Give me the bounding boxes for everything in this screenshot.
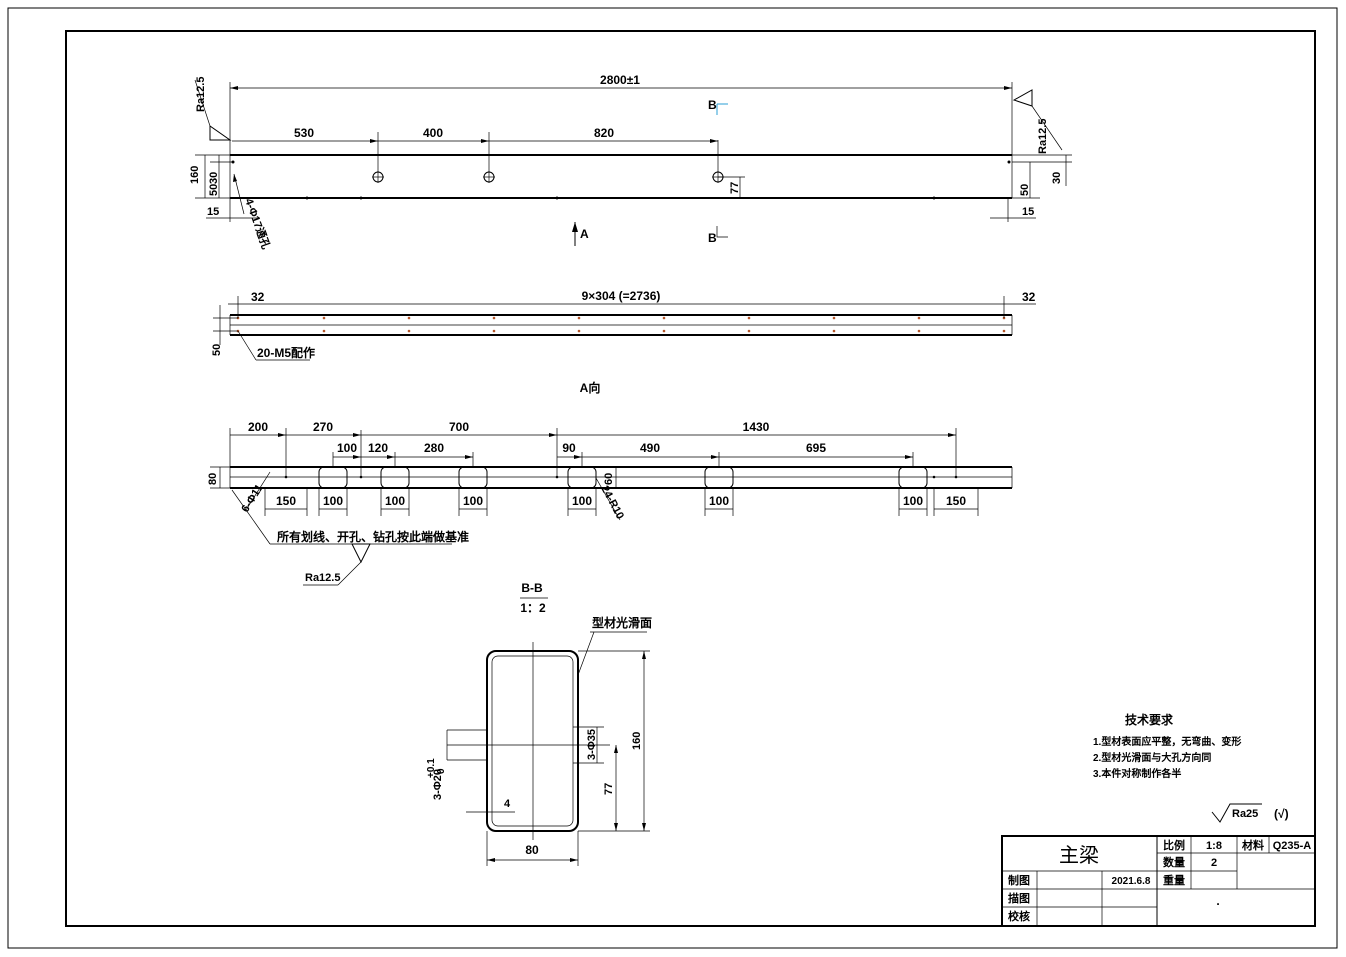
dim-bottom: 150	[276, 494, 296, 508]
top-hole-note: 4-Φ17通孔	[242, 197, 272, 251]
dim-50-right: 50	[1019, 184, 1031, 196]
dim-bottom: 100	[709, 494, 729, 508]
tech-requirements: 技术要求 1.型材表面应平整，无弯曲、变形 2.型材光滑面与大孔方向同 3.本件…	[1093, 712, 1241, 780]
a-roughness: Ra12.5	[305, 572, 340, 584]
roughness-other-mark: (√)	[1274, 807, 1289, 821]
tech-item: 3.本件对称制作各半	[1093, 767, 1181, 780]
dim-60: 60	[603, 473, 615, 485]
dim-77-section: 77	[603, 783, 615, 795]
a-view: 200 270 700 1430 100 120 280 90 490 695 …	[207, 420, 1013, 586]
part-name: 主梁	[1059, 844, 1099, 867]
dim-bottom: 150	[946, 494, 966, 508]
a-view-slot	[898, 466, 928, 489]
dim-700: 700	[449, 420, 469, 434]
dim-695: 695	[806, 441, 826, 455]
dim-160-section: 160	[631, 732, 643, 750]
dim-530: 530	[294, 126, 314, 140]
section-bb-scale: 1：2	[520, 601, 546, 615]
section-mark-b-top: B	[708, 98, 717, 112]
dim-bottom: 100	[463, 494, 483, 508]
hole-tol-lower: 0	[436, 768, 447, 774]
section-mark-b-bottom: B	[708, 231, 717, 245]
hole-tol-upper: +0.1	[426, 758, 437, 778]
dim-270: 270	[313, 420, 333, 434]
top-view: 2800±1 530 400 820 Ra12.5 Ra12.5 B B A	[189, 73, 1072, 251]
thread-view: 32 9×304 (=2736) 32 50 20-M5配作	[211, 289, 1036, 361]
traced-label: 描图	[1008, 891, 1030, 905]
title-block: 主梁 比例 1:8 材料 Q235-A 数量 2 重量 制图 2021.6.8 …	[1001, 835, 1316, 927]
dim-90: 90	[562, 441, 576, 455]
hole-large-note: 3-Φ20	[432, 769, 444, 800]
qty-label: 数量	[1163, 855, 1185, 869]
a-view-slot	[318, 466, 348, 489]
dim-50-left: 50	[208, 184, 220, 196]
dim-30-right: 30	[1051, 172, 1063, 184]
dim-820: 820	[594, 126, 614, 140]
dim-15-right: 15	[1022, 206, 1034, 218]
material-label: 材料	[1242, 838, 1264, 852]
dim-bottom: 100	[385, 494, 405, 508]
material-value: Q235-A	[1273, 840, 1312, 852]
dim-100-top: 100	[337, 441, 357, 455]
dim-bottom: 100	[903, 494, 923, 508]
dim-32-right: 32	[1022, 290, 1036, 304]
section-bb: B-B 1：2 3-Φ35 3-Φ20 +0.1 0 160 77 8	[426, 581, 652, 866]
dim-bottom: 100	[323, 494, 343, 508]
tech-item: 1.型材表面应平整，无弯曲、变形	[1093, 735, 1241, 748]
dim-120: 120	[368, 441, 388, 455]
dim-15-left: 15	[207, 206, 219, 218]
checked-label: 校核	[1008, 909, 1030, 923]
tech-item: 2.型材光滑面与大孔方向同	[1093, 751, 1211, 764]
section-bb-title: B-B	[521, 581, 543, 595]
drawn-date: 2021.6.8	[1112, 876, 1151, 887]
dim-160-top: 160	[189, 166, 201, 184]
a-view-slot	[704, 466, 734, 489]
dim-thread-spacing: 9×304 (=2736)	[582, 289, 661, 303]
tech-title: 技术要求	[1125, 712, 1174, 727]
drawn-label: 制图	[1008, 873, 1030, 887]
qty-value: 2	[1211, 857, 1217, 869]
scale-label: 比例	[1163, 838, 1185, 852]
dim-overall-length: 2800±1	[600, 73, 640, 87]
top-view-hole	[372, 171, 384, 183]
roughness-other-value: Ra25	[1232, 808, 1258, 820]
dim-80-section: 80	[525, 843, 539, 857]
datum-note: 所有划线、开孔、钻孔按此端做基准	[277, 529, 469, 544]
dim-bottom: 100	[572, 494, 592, 508]
surface-note: 型材光滑面	[592, 615, 652, 630]
dim-50-thread: 50	[211, 344, 223, 356]
a-view-slot	[567, 466, 597, 489]
top-view-hole	[483, 171, 495, 183]
dim-32-left: 32	[251, 290, 265, 304]
dim-400: 400	[423, 126, 443, 140]
dim-490: 490	[640, 441, 660, 455]
dim-80-a: 80	[207, 473, 219, 485]
dim-30-left: 30	[208, 172, 220, 184]
hole-small-note: 3-Φ35	[586, 729, 598, 760]
a-view-title: A向	[580, 380, 601, 395]
dim-77-top: 77	[729, 182, 741, 194]
inner-border	[65, 30, 1316, 927]
roughness-left: Ra12.5	[195, 77, 207, 112]
roughness-other: Ra25 (√)	[1211, 803, 1289, 823]
dim-200: 200	[248, 420, 268, 434]
title-dot: .	[1216, 894, 1219, 908]
a-view-slot	[380, 466, 410, 489]
roughness-right: Ra12.5	[1037, 119, 1049, 154]
thread-note: 20-M5配作	[257, 345, 315, 360]
dim-280: 280	[424, 441, 444, 455]
dim-1430: 1430	[743, 420, 770, 434]
slot-note: 24-R10	[598, 484, 626, 521]
a-view-slot	[458, 466, 488, 489]
scale-value: 1:8	[1206, 840, 1222, 852]
view-arrow-a: A	[580, 227, 589, 241]
dim-4: 4	[504, 798, 511, 810]
weight-label: 重量	[1163, 873, 1185, 887]
outer-border	[7, 7, 1338, 949]
